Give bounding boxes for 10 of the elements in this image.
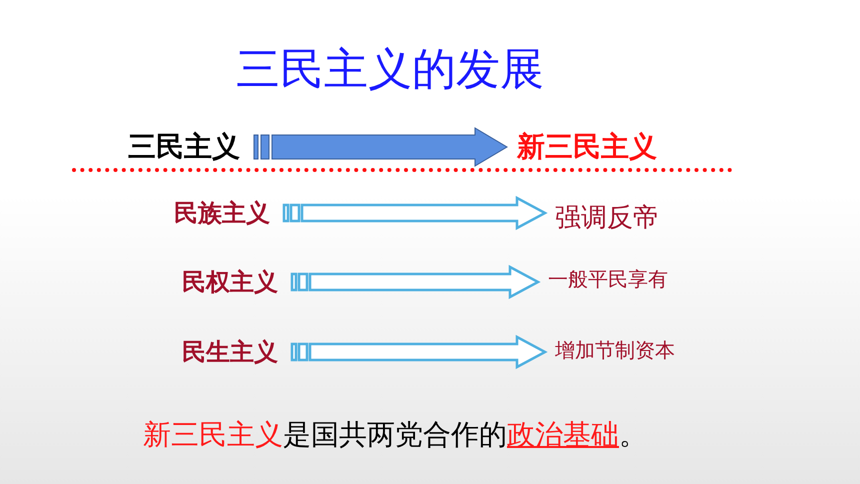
development-label: 强调反帝 bbox=[555, 202, 659, 234]
development-label: 一般平民享有 bbox=[548, 267, 668, 291]
principle-label: 新三民主义 bbox=[517, 130, 657, 164]
development-label: 增加节制资本 bbox=[555, 338, 675, 362]
principle-label: 三民主义 bbox=[128, 130, 240, 164]
principle-label: 民权主义 bbox=[182, 268, 278, 296]
principle-label: 民族主义 bbox=[174, 198, 270, 228]
slide-title: 三民主义的发展 bbox=[236, 44, 544, 97]
principle-label: 民生主义 bbox=[182, 338, 278, 366]
conclusion-sentence: 新三民主义是国共两党合作的政治基础。 bbox=[143, 418, 647, 452]
